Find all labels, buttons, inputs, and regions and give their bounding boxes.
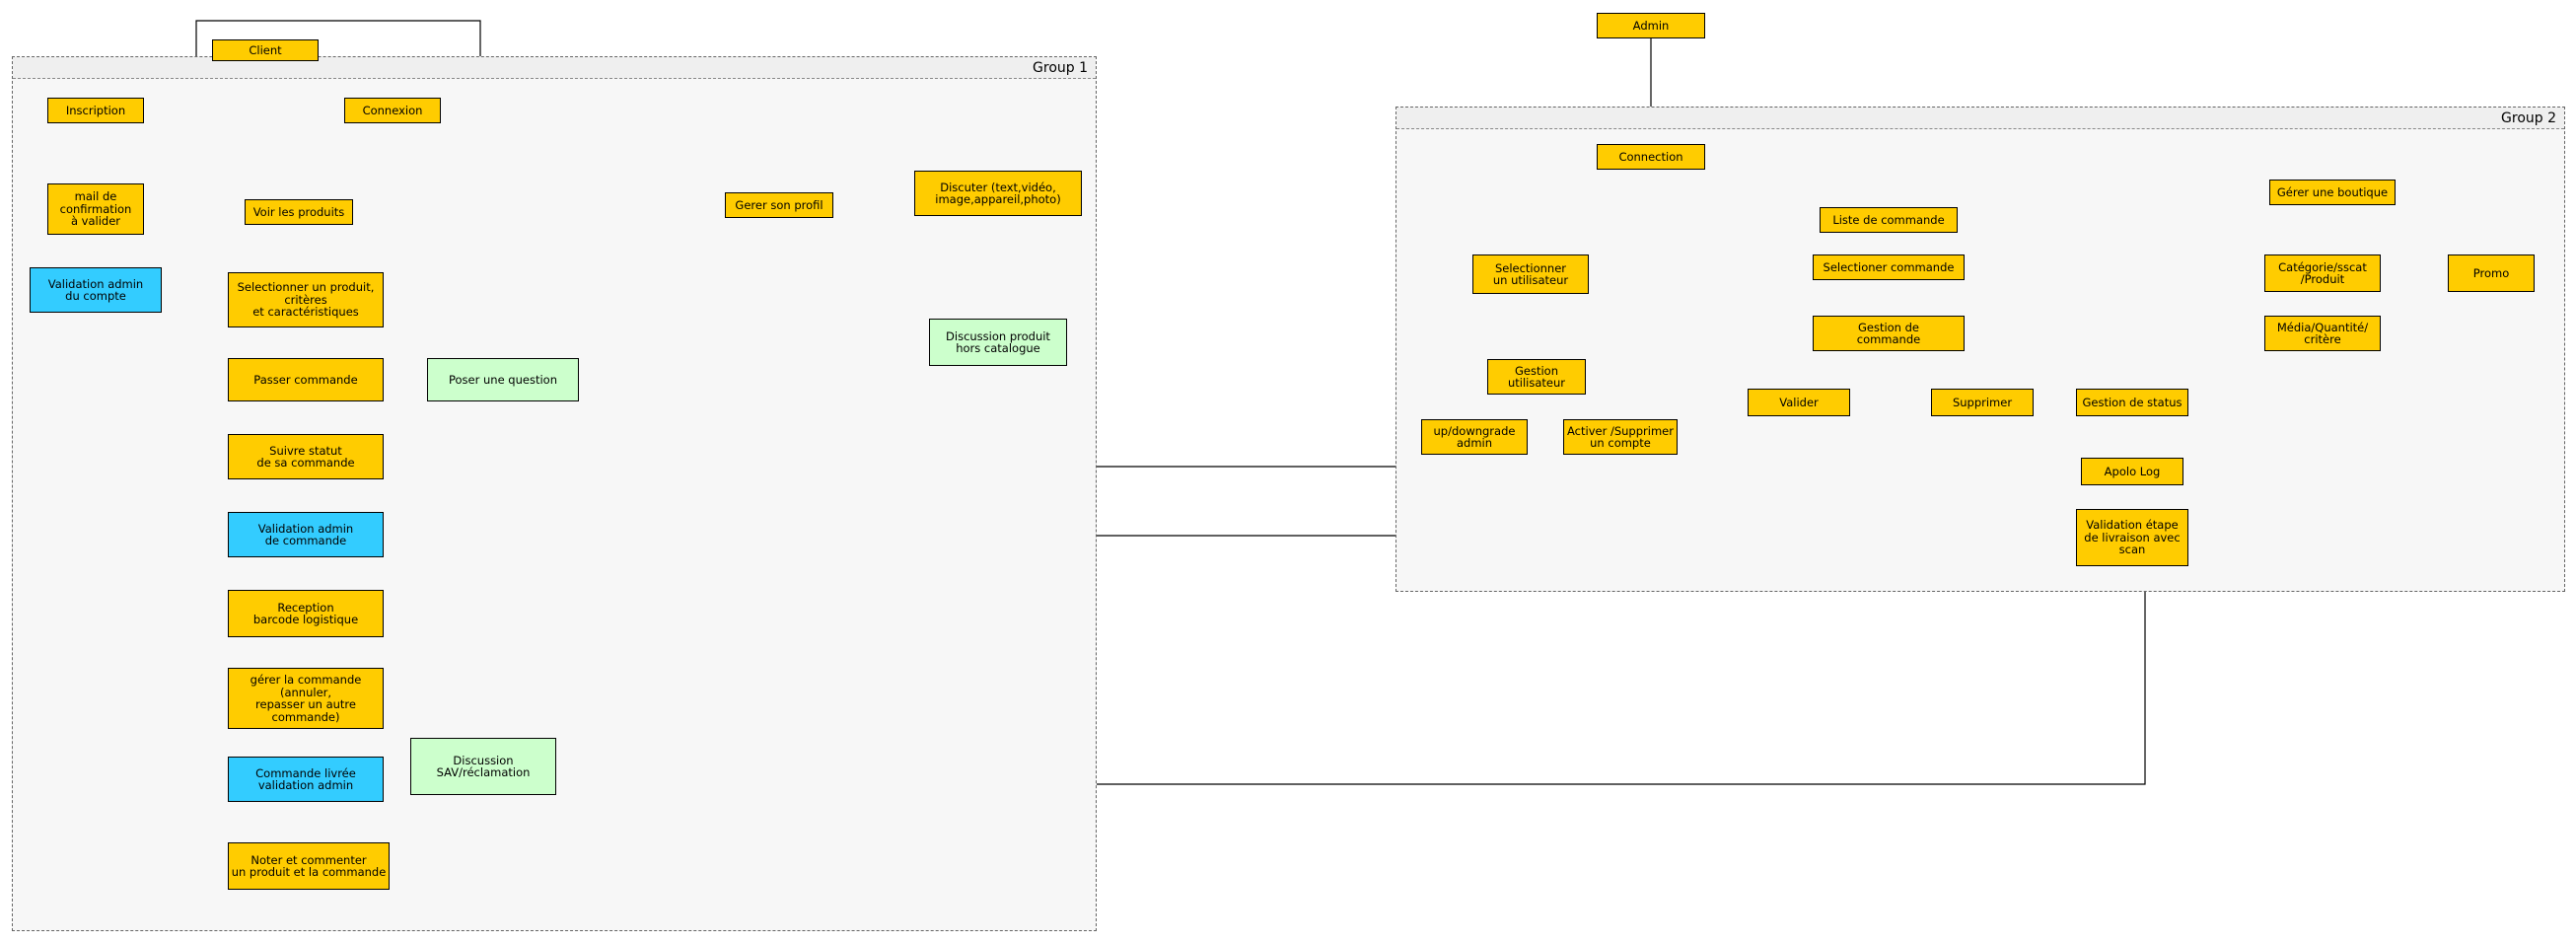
node-apolo-log[interactable]: Apolo Log [2081, 458, 2183, 485]
node-gerer-une-boutique[interactable]: Gérer une boutique [2269, 180, 2396, 205]
node-noter-et-commenter[interactable]: Noter et commenter un produit et la comm… [228, 842, 390, 890]
node-reception-barcode-logistique[interactable]: Reception barcode logistique [228, 590, 384, 637]
group-2-title: Group 2 [2501, 110, 2556, 126]
group-1-title: Group 1 [1033, 60, 1088, 76]
node-client[interactable]: Client [212, 39, 319, 61]
node-media-quantite-critere[interactable]: Média/Quantité/ critère [2264, 316, 2381, 351]
node-promo[interactable]: Promo [2448, 254, 2535, 292]
group-1-header [13, 57, 1096, 79]
node-gestion-utilisateur[interactable]: Gestion utilisateur [1487, 359, 1586, 395]
group-2-header [1396, 108, 2564, 129]
node-passer-commande[interactable]: Passer commande [228, 358, 384, 401]
node-selectionner-un-produit[interactable]: Selectionner un produit, critères et car… [228, 272, 384, 327]
node-gerer-son-profil[interactable]: Gerer son profil [725, 192, 833, 218]
node-commande-livree[interactable]: Commande livrée validation admin [228, 757, 384, 802]
node-validation-admin-de-commande[interactable]: Validation admin de commande [228, 512, 384, 557]
node-supprimer[interactable]: Supprimer [1931, 389, 2034, 416]
node-discussion-produit-hors-catalogue[interactable]: Discussion produit hors catalogue [929, 319, 1067, 366]
node-categorie-sscat-produit[interactable]: Catégorie/sscat /Produit [2264, 254, 2381, 292]
node-selectionner-un-utilisateur[interactable]: Selectionner un utilisateur [1472, 254, 1589, 294]
node-activer-supprimer-un-compte[interactable]: Activer /Supprimer un compte [1563, 419, 1678, 455]
node-valider[interactable]: Valider [1748, 389, 1850, 416]
node-up-downgrade-admin[interactable]: up/downgrade admin [1421, 419, 1528, 455]
node-gestion-de-status[interactable]: Gestion de status [2076, 389, 2188, 416]
node-discuter[interactable]: Discuter (text,vidéo, image,appareil,pho… [914, 171, 1082, 216]
node-connexion[interactable]: Connexion [344, 98, 441, 123]
node-mail-confirmation[interactable]: mail de confirmation à valider [47, 183, 144, 235]
node-gerer-la-commande[interactable]: gérer la commande (annuler, repasser un … [228, 668, 384, 729]
node-suivre-statut[interactable]: Suivre statut de sa commande [228, 434, 384, 479]
node-discussion-sav[interactable]: Discussion SAV/réclamation [410, 738, 556, 795]
node-gestion-de-commande[interactable]: Gestion de commande [1813, 316, 1965, 351]
node-inscription[interactable]: Inscription [47, 98, 144, 123]
node-validation-admin-du-compte[interactable]: Validation admin du compte [30, 267, 162, 313]
node-selectioner-commande[interactable]: Selectioner commande [1813, 254, 1965, 280]
node-liste-de-commande[interactable]: Liste de commande [1820, 207, 1958, 233]
node-admin[interactable]: Admin [1597, 13, 1705, 38]
node-poser-une-question[interactable]: Poser une question [427, 358, 579, 401]
node-connection[interactable]: Connection [1597, 144, 1705, 170]
node-voir-les-produits[interactable]: Voir les produits [245, 199, 353, 225]
node-validation-etape-de-livraison[interactable]: Validation étape de livraison avec scan [2076, 509, 2188, 566]
